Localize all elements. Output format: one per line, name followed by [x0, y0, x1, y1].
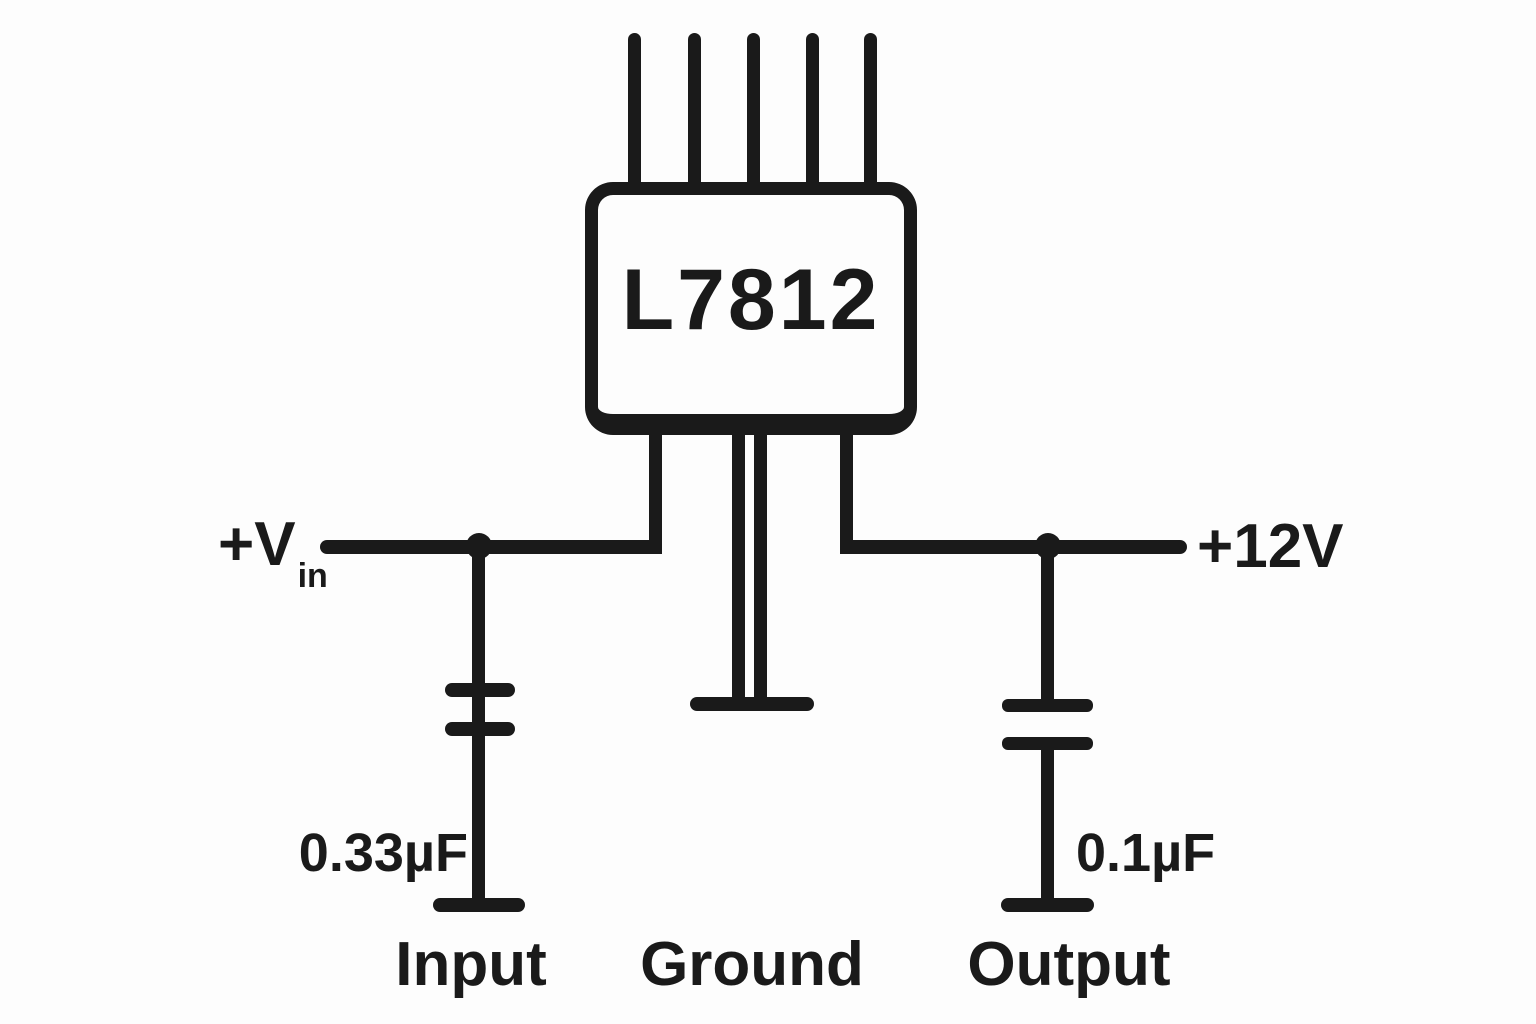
- chip-label: L7812: [621, 252, 881, 348]
- input-rail-label-prefix: +V: [218, 510, 296, 579]
- chip-ground-leg-right: [754, 420, 767, 704]
- output-capacitor-ground-bar: [1001, 898, 1094, 912]
- terminal-label-ground: Ground: [640, 930, 864, 999]
- chip-top-pin-1: [628, 33, 641, 190]
- input-capacitor-plate-top: [445, 683, 515, 697]
- input-capacitor-plate-bottom: [445, 722, 515, 736]
- output-capacitor-plate-top: [1002, 699, 1093, 712]
- input-rail-label-subscript: in: [297, 557, 328, 595]
- chip-ground-leg-left: [732, 420, 745, 704]
- chip-top-pin-3: [747, 33, 760, 190]
- chip-top-pin-5: [864, 33, 877, 190]
- regulator-chip: L7812: [585, 182, 917, 435]
- terminal-label-input: Input: [395, 930, 547, 999]
- chip-input-leg: [649, 420, 662, 554]
- output-capacitor-wire-lower: [1041, 742, 1054, 906]
- output-rail-wire: [843, 540, 1187, 554]
- chip-output-leg: [840, 420, 853, 554]
- output-rail-label: +12V: [1197, 512, 1344, 581]
- input-capacitor-value-label: 0.33µF: [298, 823, 468, 883]
- chip-top-pin-2: [688, 33, 701, 190]
- terminal-label-output: Output: [967, 930, 1171, 999]
- output-capacitor-wire-upper: [1041, 546, 1054, 706]
- input-capacitor-ground-bar: [433, 898, 525, 912]
- input-rail-label: +Vin: [218, 514, 328, 594]
- output-capacitor-value-label: 0.1µF: [1076, 823, 1216, 883]
- chip-top-pin-4: [806, 33, 819, 190]
- ground-symbol-bar: [690, 697, 814, 711]
